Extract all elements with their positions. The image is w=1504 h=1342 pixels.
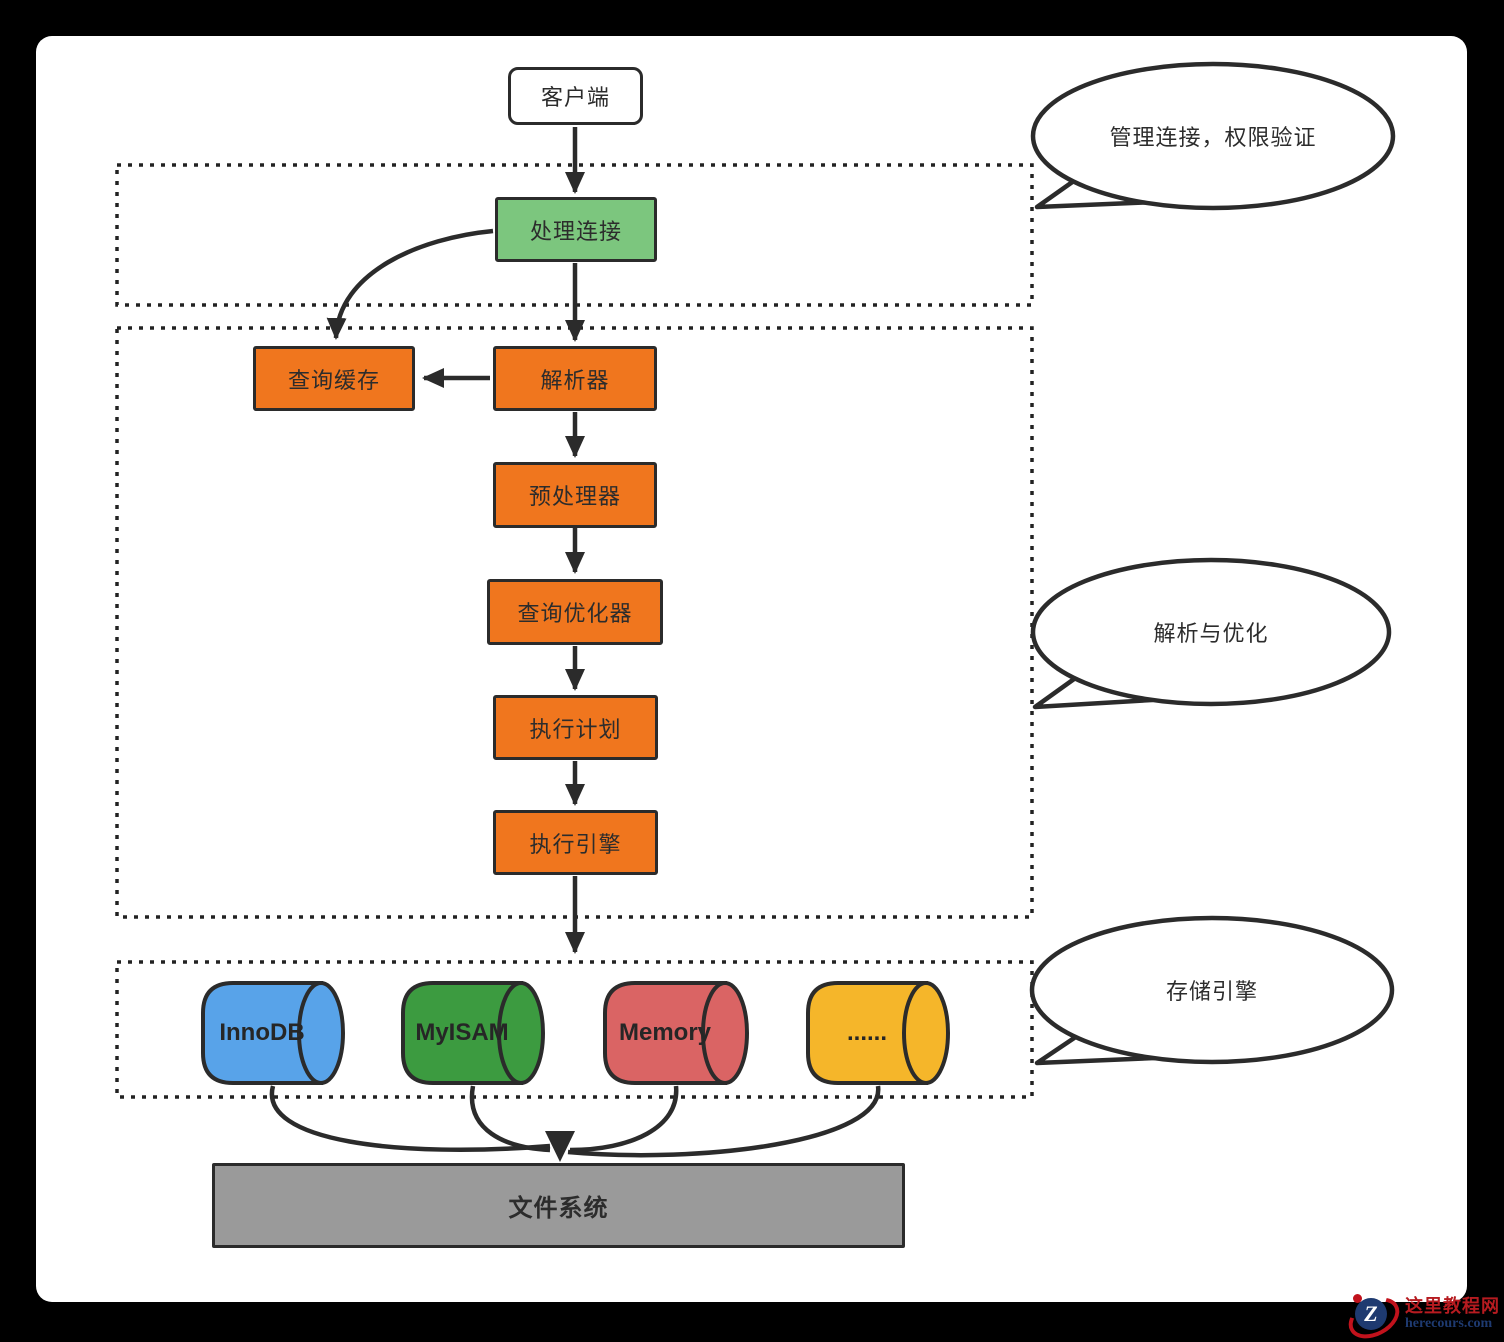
node-parser-label: 解析器: [540, 367, 610, 393]
node-execution-plan: 执行计划: [493, 695, 658, 760]
node-execution-plan-label: 执行计划: [529, 716, 622, 742]
callout-storage-text: 存储引擎: [1165, 979, 1258, 1004]
cylinder-myisam: [401, 981, 545, 1085]
node-query-cache-label: 查询缓存: [287, 367, 380, 393]
node-client-label: 客户端: [540, 85, 610, 110]
node-execution-engine-label: 执行引擎: [529, 831, 622, 857]
arrowhead-to-filesystem: [545, 1131, 575, 1162]
watermark-logo-letter: Z: [1364, 1301, 1378, 1326]
storage-engine-innodb-label: InnoDB: [219, 1019, 305, 1046]
cylinder-memory: [603, 981, 749, 1085]
curve-myisam-to-filesystem: [469, 1085, 551, 1153]
node-client: 客户端: [508, 67, 643, 125]
storage-engine-others-label: ......: [846, 1019, 887, 1046]
node-file-system: 文件系统: [212, 1163, 905, 1248]
storage-engine-memory-label: Memory: [618, 1019, 712, 1046]
cylinder-innodb: [201, 981, 345, 1085]
callout-parse-text: 解析与优化: [1153, 621, 1269, 646]
node-query-cache: 查询缓存: [253, 346, 415, 411]
node-file-system-label: 文件系统: [508, 1195, 609, 1222]
node-preprocessor-label: 预处理器: [528, 484, 621, 509]
callout-connection-bubble: [1030, 61, 1396, 211]
node-parser: 解析器: [493, 346, 657, 411]
watermark: Z 这里教程网 herecours.com: [1341, 1289, 1500, 1342]
callout-connection-text: 管理连接，权限验证: [1109, 125, 1317, 150]
node-preprocessor: 预处理器: [493, 462, 657, 528]
watermark-dot-icon: [1353, 1294, 1362, 1303]
curve-innodb-to-filesystem: [269, 1085, 551, 1152]
watermark-site-name: 这里教程网: [1405, 1295, 1500, 1316]
node-query-optimizer-label: 查询优化器: [517, 601, 633, 626]
arrow-connection-to-cache: [326, 228, 494, 340]
callout-storage-bubble: [1029, 915, 1395, 1066]
watermark-site-url: herecours.com: [1405, 1316, 1493, 1332]
section-storage-box: [115, 960, 1034, 1099]
watermark-z-icon: Z: [1355, 1298, 1387, 1330]
curve-others-to-filesystem: [567, 1085, 881, 1158]
storage-engine-myisam-label: MyISAM: [415, 1019, 509, 1046]
callout-parse-bubble: [1030, 557, 1392, 710]
node-execution-engine: 执行引擎: [493, 810, 658, 875]
node-query-optimizer: 查询优化器: [487, 579, 663, 645]
curve-memory-to-filesystem: [569, 1085, 679, 1153]
cylinder-others: [806, 981, 950, 1085]
watermark-logo: Z: [1341, 1289, 1407, 1342]
node-handle-connection: 处理连接: [495, 197, 657, 262]
node-handle-connection-label: 处理连接: [529, 218, 622, 244]
